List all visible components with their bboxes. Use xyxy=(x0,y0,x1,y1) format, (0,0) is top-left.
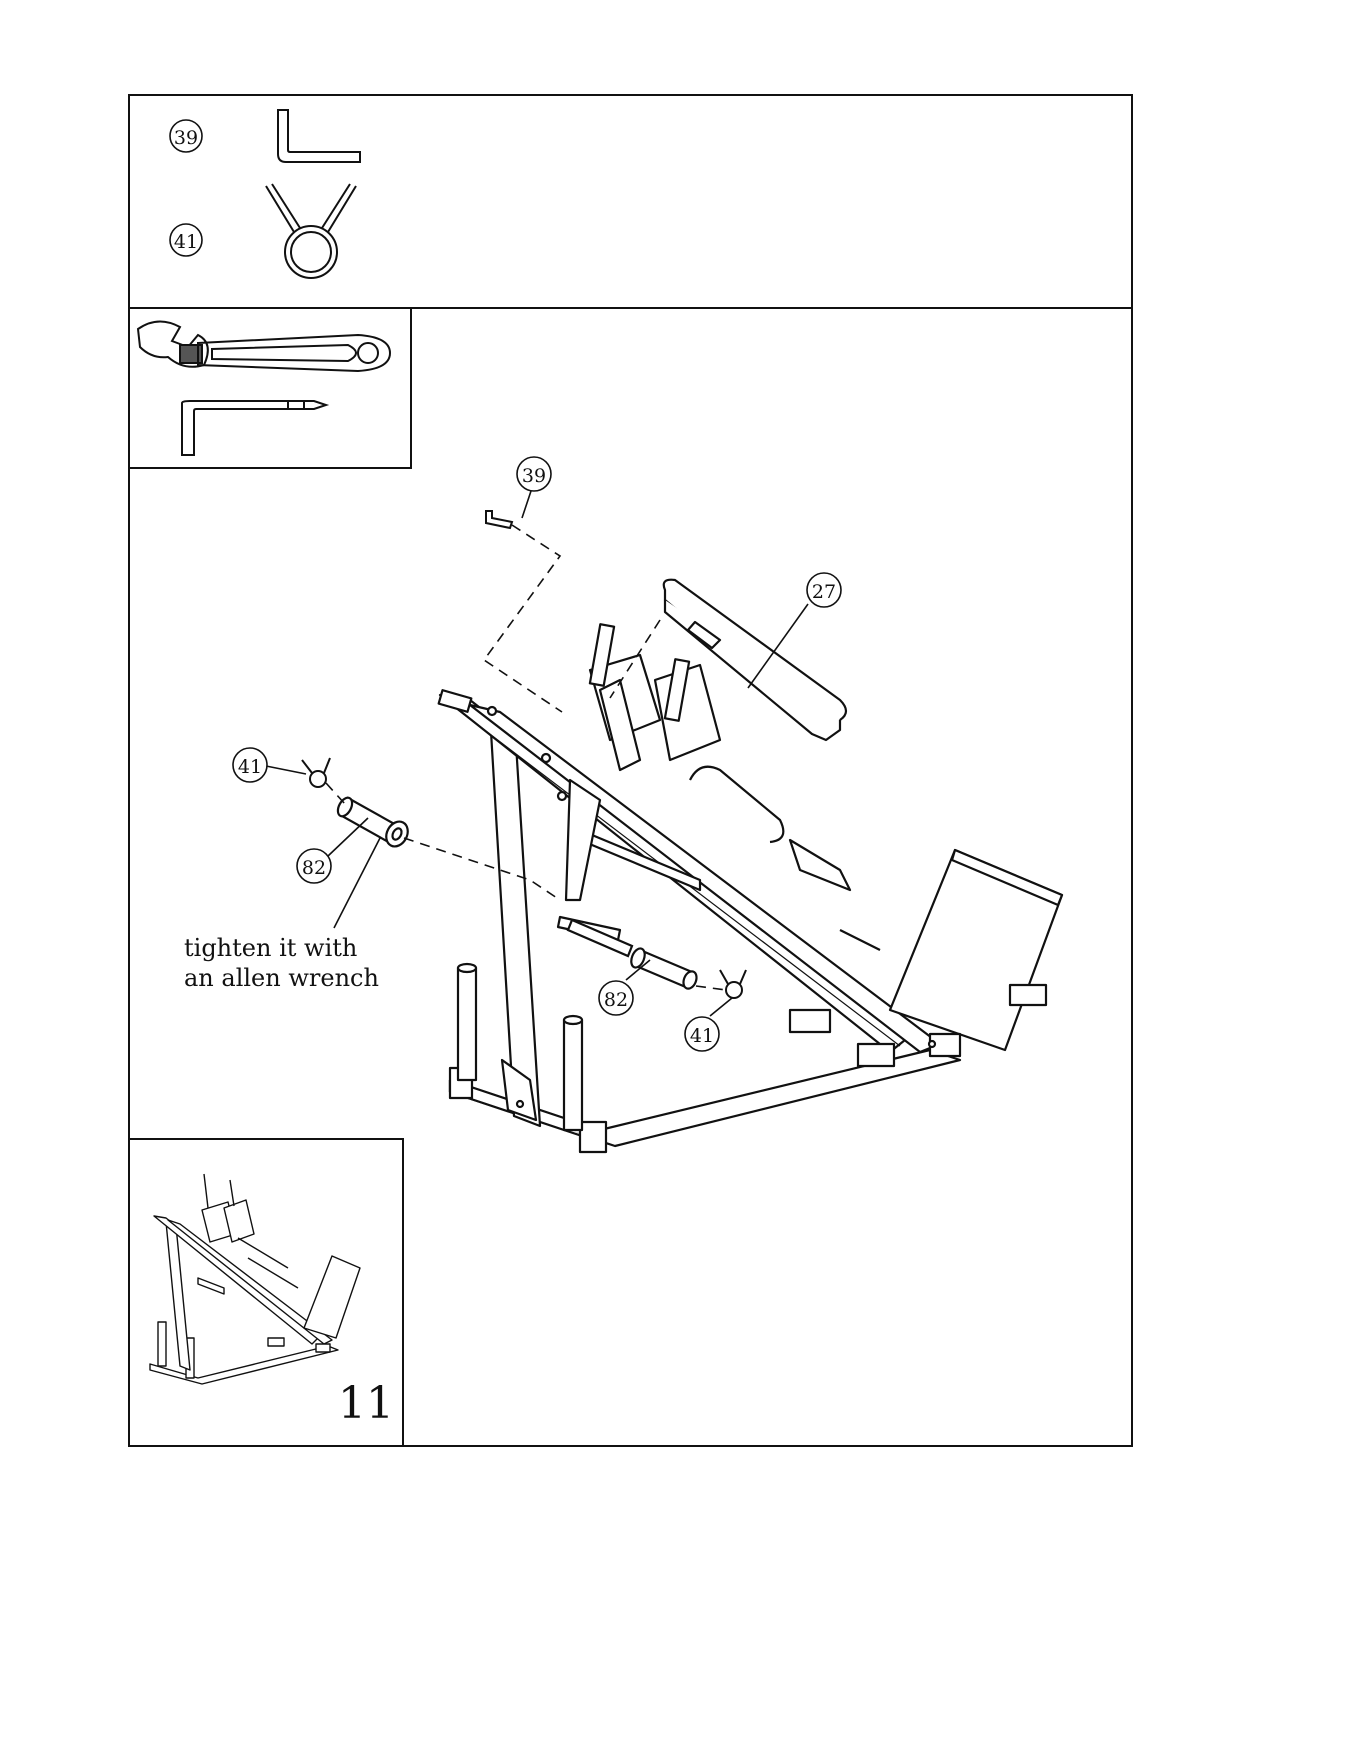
step-number: 11 xyxy=(338,1378,394,1429)
callout-82-right-label: 82 xyxy=(604,989,628,1011)
pin-39 xyxy=(486,511,512,528)
callout-39: 39 xyxy=(517,457,551,491)
callout-82-right: 82 xyxy=(599,981,633,1015)
callout-27: 27 xyxy=(807,573,841,607)
spring-clip-41-right xyxy=(720,970,746,998)
sleeve-82-right xyxy=(568,920,699,991)
callout-82-left-label: 82 xyxy=(302,857,326,879)
callout-82-left: 82 xyxy=(297,849,331,883)
callout-41-right: 41 xyxy=(685,1017,719,1051)
note-line-1: tighten it with xyxy=(184,933,379,963)
note-line-2: an allen wrench xyxy=(184,963,379,993)
callout-39-label: 39 xyxy=(522,465,546,487)
thumbnail-machine xyxy=(150,1174,360,1384)
callout-41-left-label: 41 xyxy=(238,756,262,778)
tightening-note: tighten it with an allen wrench xyxy=(184,933,379,993)
spring-clip-41-left xyxy=(302,758,330,787)
callout-41-right-label: 41 xyxy=(690,1025,714,1047)
callout-27-label: 27 xyxy=(812,581,836,603)
hack-squat-machine xyxy=(439,624,1062,1152)
sleeve-82-left xyxy=(335,795,412,850)
callout-41-left: 41 xyxy=(233,748,267,782)
